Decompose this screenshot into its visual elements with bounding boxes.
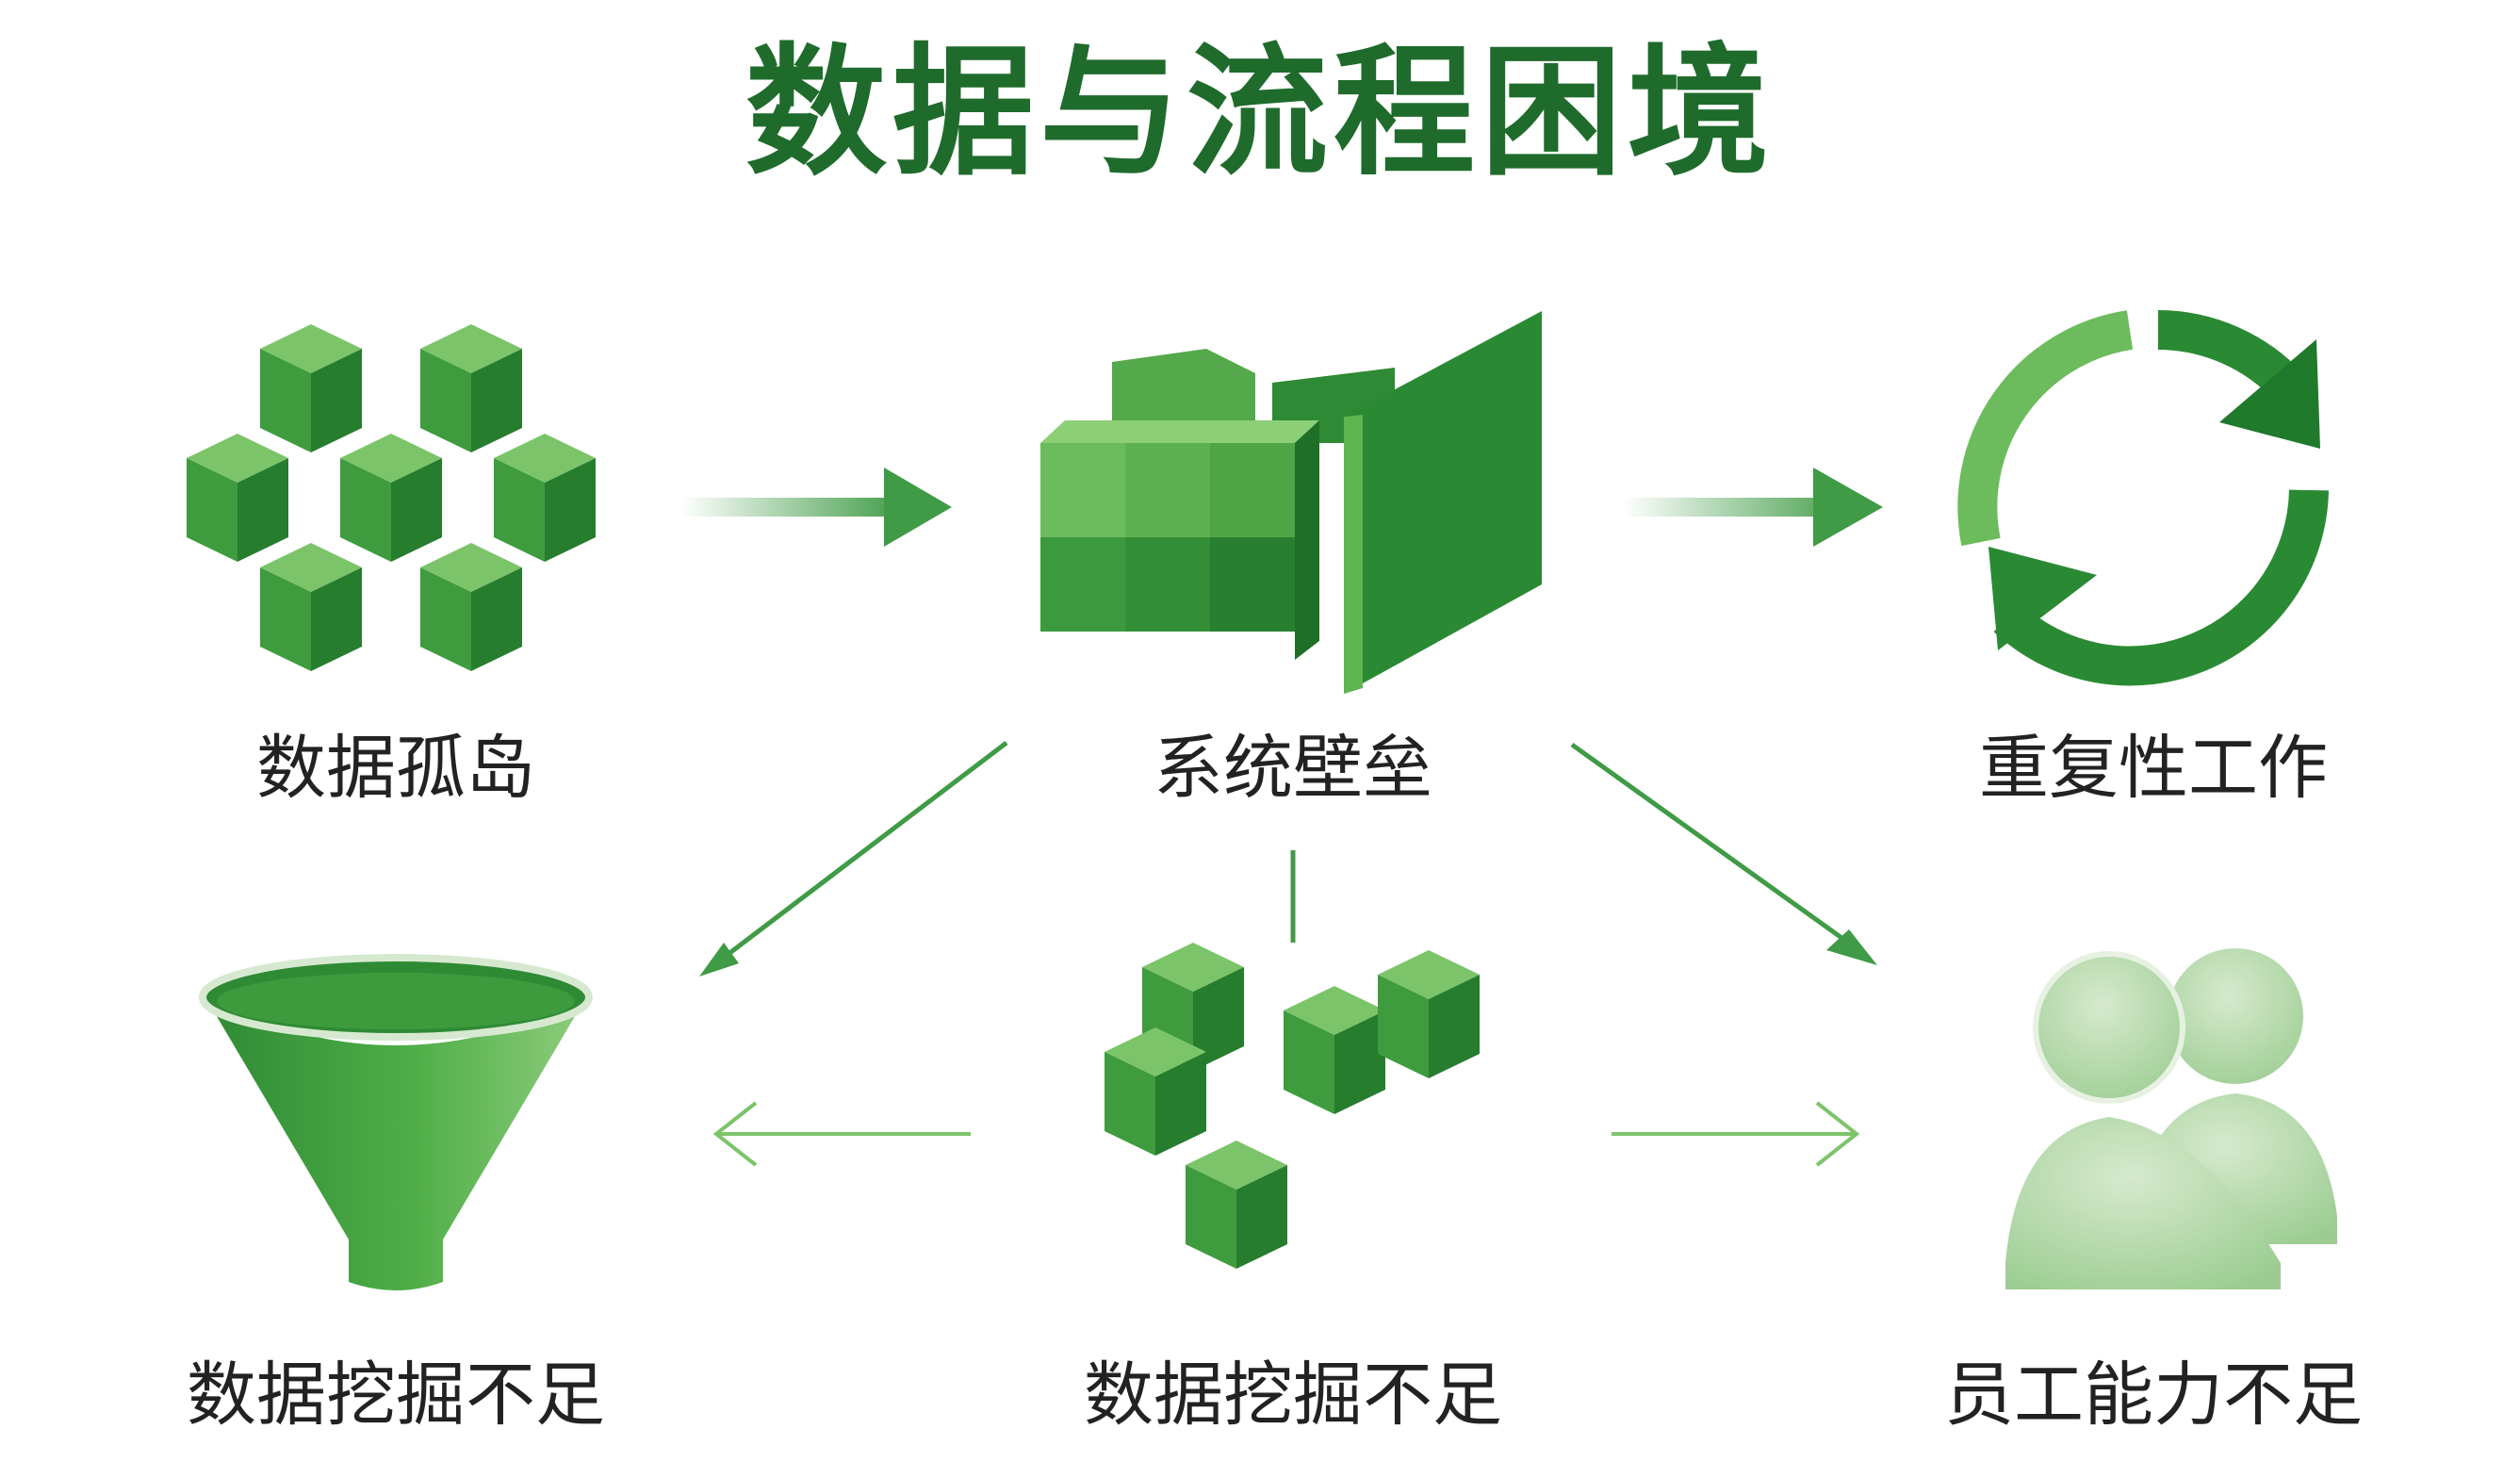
scattered-cubes-icon xyxy=(187,324,596,671)
funnel-icon xyxy=(199,954,593,1290)
arrow-barriers-to-funnel xyxy=(699,741,1008,977)
arrow-islands-to-barriers xyxy=(680,468,952,547)
label-data-islands: 数据孤岛 xyxy=(256,728,535,809)
label-mining-funnel: 数据挖掘不足 xyxy=(187,1355,605,1436)
refresh-cycle-icon xyxy=(1957,310,2329,686)
people-icon xyxy=(2005,948,2337,1289)
label-repetitive-work: 重复性工作 xyxy=(1979,728,2328,809)
arrow-barriers-to-people xyxy=(1570,742,1877,965)
stacked-cubes-icon xyxy=(1105,943,1480,1269)
arrow-blocks-to-people xyxy=(1612,1101,1860,1167)
label-staff-ability: 员工能力不足 xyxy=(1944,1355,2363,1436)
arrow-barriers-to-repetitive xyxy=(1623,468,1883,547)
page-title: 数据与流程困境 xyxy=(745,31,1775,195)
label-mining-blocks: 数据挖掘不足 xyxy=(1084,1355,1502,1436)
arrow-blocks-to-funnel xyxy=(712,1101,971,1167)
label-system-barriers: 系统壁垒 xyxy=(1154,728,1432,809)
cube-wall-icon xyxy=(1040,311,1542,694)
